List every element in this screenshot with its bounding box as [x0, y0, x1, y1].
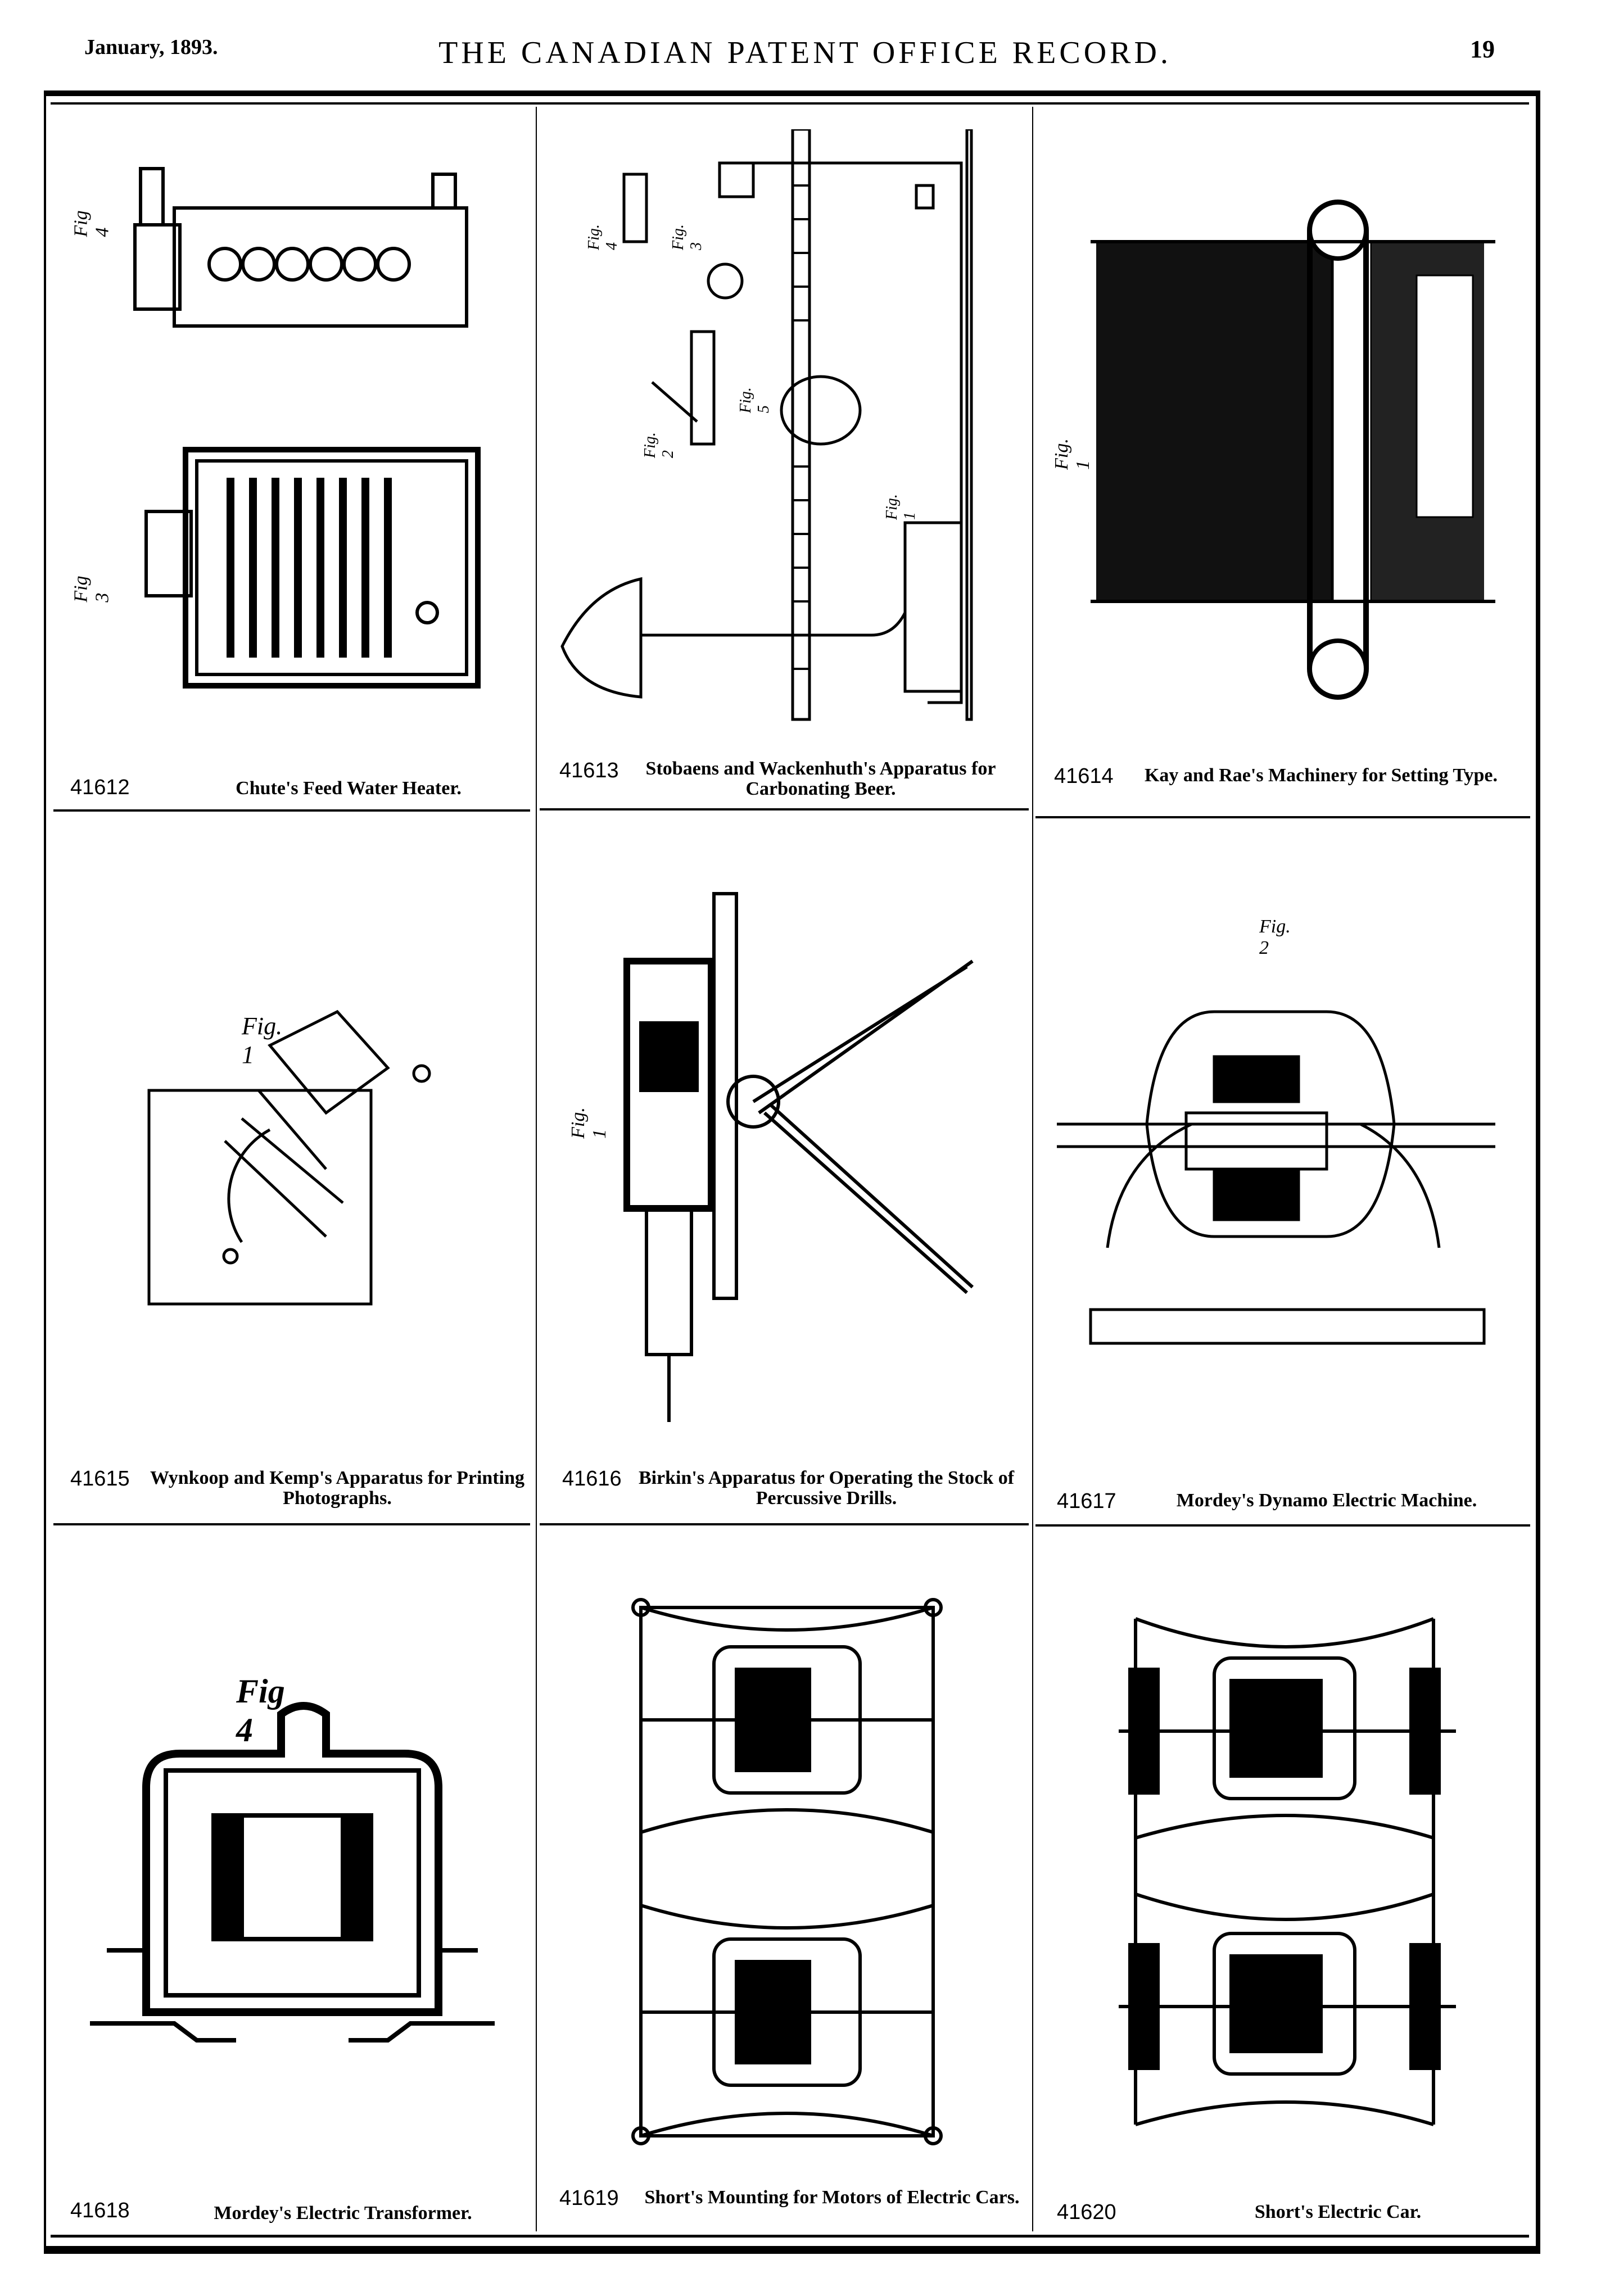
figure-label: Fig. 4: [585, 224, 621, 250]
typesetting-machine-drawing: [1091, 200, 1495, 700]
header-date: January, 1893.: [84, 35, 218, 59]
page-number: 19: [1470, 35, 1495, 63]
page-border: [44, 90, 1540, 2254]
figure-label: Fig. 1: [883, 494, 919, 520]
row-divider: [53, 809, 530, 812]
patent-number: 41617: [1057, 1489, 1116, 1513]
patent-title: Birkin's Apparatus for Operating the Sto…: [638, 1468, 1015, 1509]
figure-label: Fig. 3: [669, 224, 705, 250]
patent-number: 41619: [559, 2186, 619, 2210]
transformer-drawing: [90, 1702, 495, 2043]
patent-title: Mordey's Dynamo Electric Machine.: [1176, 1490, 1477, 1511]
figure-label: Fig 4: [236, 1673, 285, 1749]
figure-label: Fig. 1: [1051, 438, 1093, 470]
figure-label: Fig. 1: [567, 1107, 610, 1139]
dynamo-drawing: [1057, 1010, 1495, 1345]
patent-number: 41616: [562, 1467, 622, 1491]
patent-number: 41615: [70, 1467, 130, 1491]
page-inner-border: [51, 102, 1529, 2238]
patent-number: 41620: [1057, 2200, 1116, 2224]
carbonating-apparatus-drawing: [560, 129, 973, 721]
percussive-drill-drawing: [623, 892, 974, 1422]
column-divider: [536, 107, 537, 2231]
patent-number: 41612: [70, 776, 130, 799]
row-divider: [540, 1523, 1029, 1525]
row-divider: [540, 808, 1029, 810]
column-divider: [1032, 107, 1033, 2231]
electric-car-drawing: [1119, 1617, 1456, 2126]
patent-title: Stobaens and Wackenhuth's Apparatus for …: [645, 758, 996, 799]
patent-title: Chute's Feed Water Heater.: [236, 778, 462, 799]
figure-label: Fig. 5: [736, 387, 772, 413]
row-divider: [1035, 1524, 1530, 1527]
row-divider: [53, 1523, 530, 1525]
row-divider: [1035, 816, 1530, 818]
motor-mounting-drawing: [631, 1598, 943, 2145]
patent-title: Wynkoop and Kemp's Apparatus for Printin…: [150, 1468, 524, 1509]
patent-number: 41618: [70, 2199, 130, 2222]
figure-label: Fig 3: [70, 576, 113, 603]
patent-title: Kay and Rae's Machinery for Setting Type…: [1144, 765, 1498, 786]
patent-number: 41613: [559, 759, 619, 782]
page-title: THE CANADIAN PATENT OFFICE RECORD.: [438, 35, 1172, 70]
patent-title: Short's Electric Car.: [1254, 2202, 1422, 2222]
figure-label: Fig. 2: [1259, 916, 1291, 958]
figure-label: Fig 4: [70, 210, 113, 237]
feed-water-heater-drawing: [133, 167, 481, 689]
figure-label: Fig. 1: [242, 1012, 283, 1068]
patent-title: Mordey's Electric Transformer.: [214, 2203, 472, 2223]
figure-label: Fig. 2: [641, 432, 677, 458]
patent-title: Short's Mounting for Motors of Electric …: [644, 2187, 1020, 2208]
photo-printing-apparatus-drawing: [147, 1009, 431, 1306]
patent-number: 41614: [1054, 764, 1114, 788]
